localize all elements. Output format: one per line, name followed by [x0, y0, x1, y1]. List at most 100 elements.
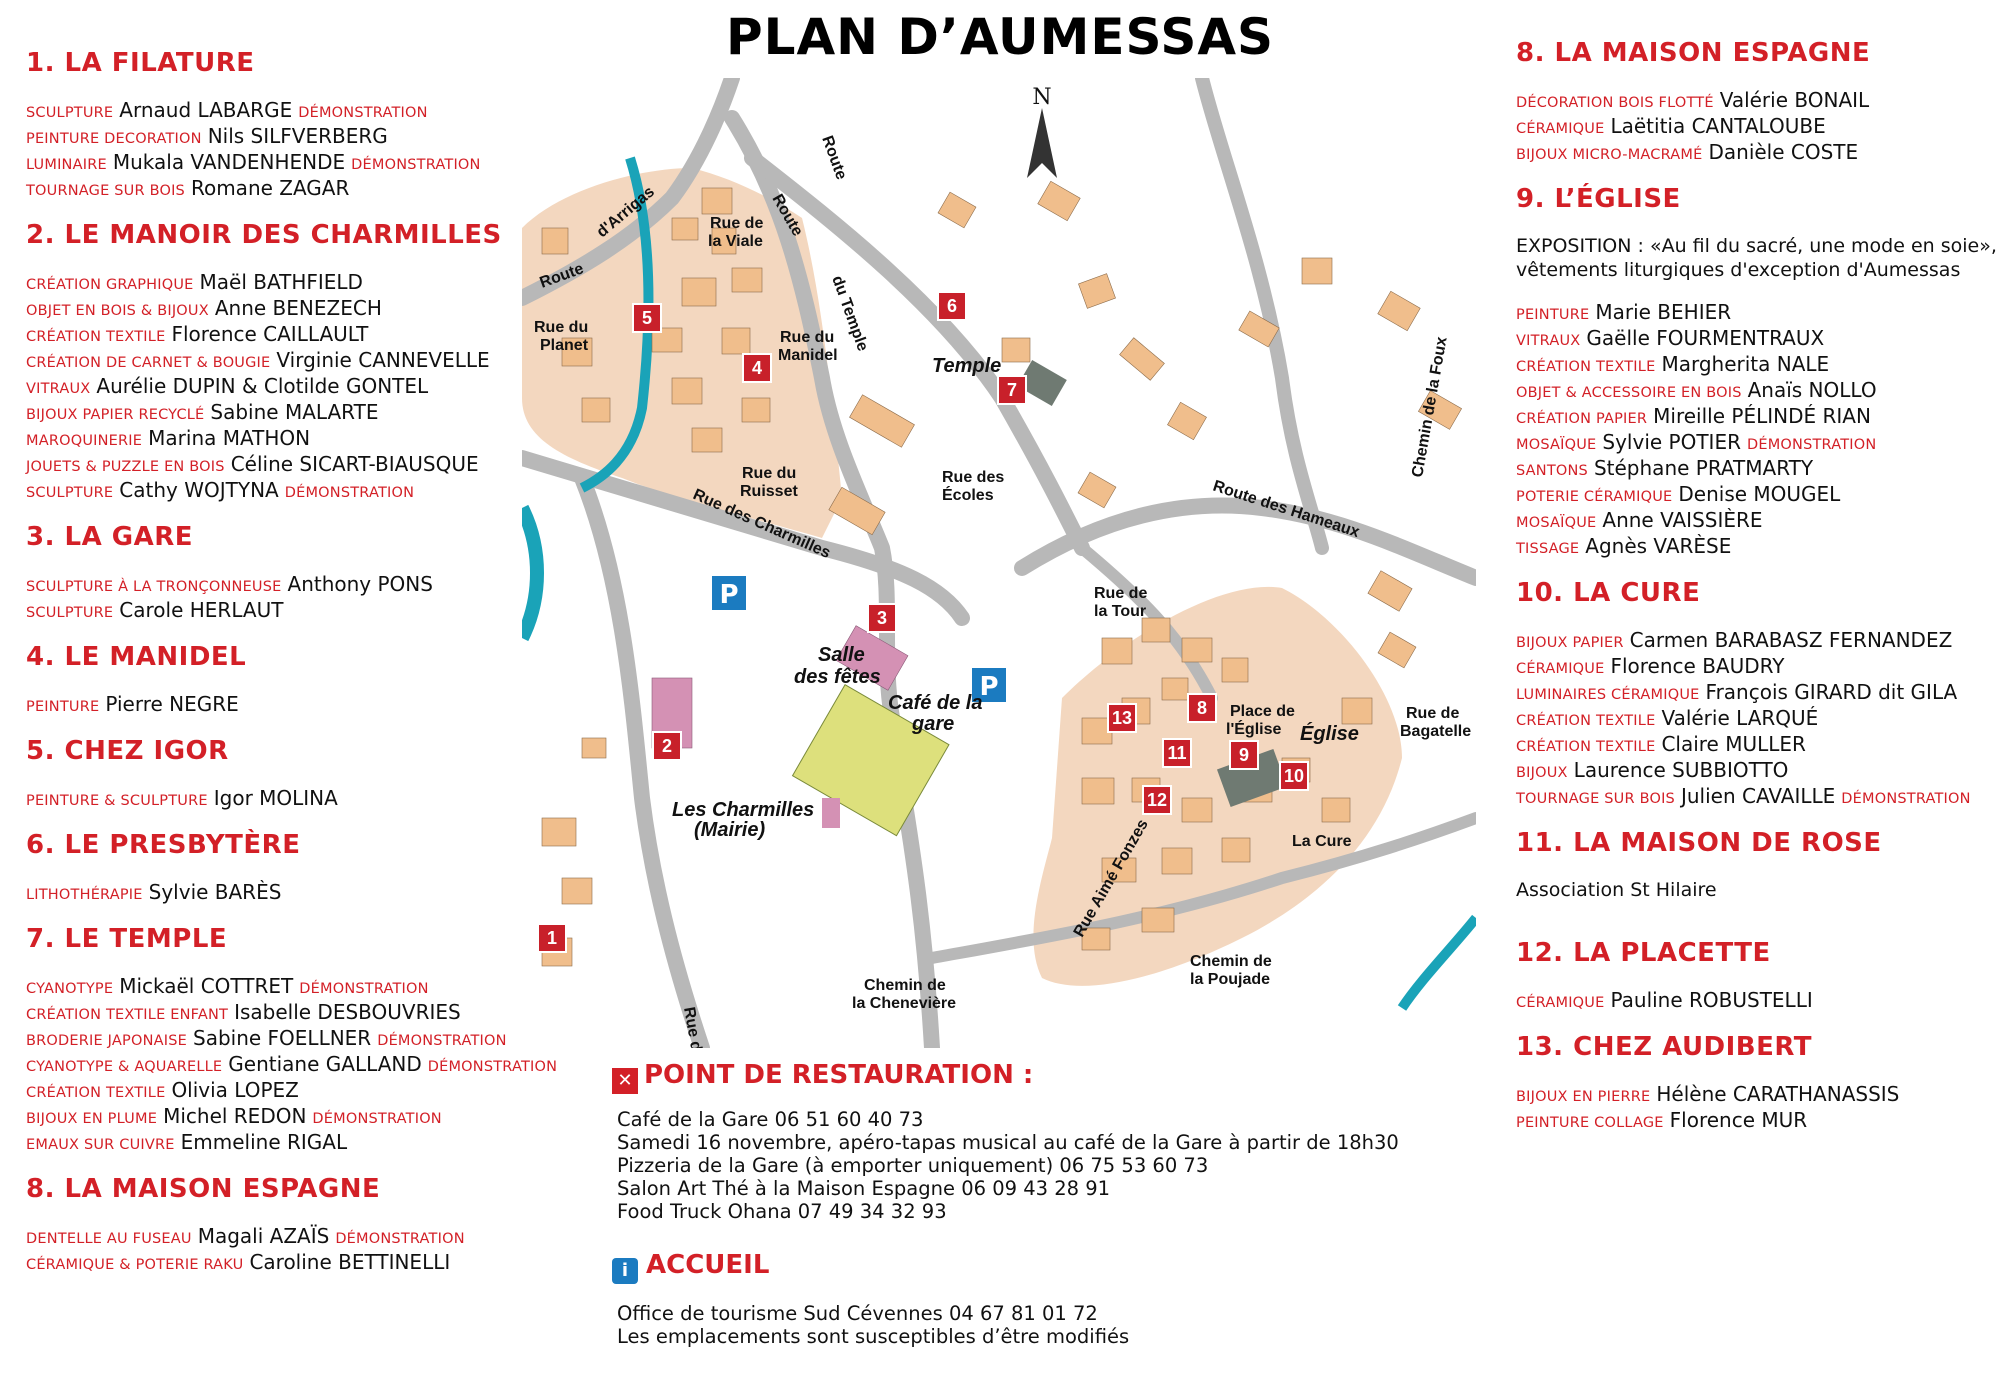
artist-category: Tournage sur bois	[1516, 791, 1675, 807]
artist-entry: Tournage sur bois Romane ZAGAR	[26, 176, 349, 203]
demo-badge: Démonstration	[1746, 437, 1877, 453]
map-label: la Chenevière	[852, 995, 956, 1012]
section-title: 11. LA MAISON DE ROSE	[1516, 828, 1882, 858]
artist-entry: Création textileOlivia LOPEZ	[26, 1078, 299, 1105]
demo-badge: Démonstration	[284, 485, 415, 501]
location-marker-13: 13	[1107, 703, 1137, 733]
location-marker-5: 5	[632, 303, 662, 333]
artist-category: Décoration bois flotté	[1516, 95, 1714, 111]
section-intro: vêtements liturgiques d'exception d'Aume…	[1516, 259, 1961, 281]
artist-name: Maël BATHFIELD	[199, 270, 363, 294]
map-label: des fêtes	[794, 666, 881, 688]
artist-name: Romane ZAGAR	[190, 176, 350, 200]
restauration-line: Pizzeria de la Gare (à emporter uniqueme…	[617, 1154, 1209, 1177]
artist-entry: Tournage sur bois Julien CAVAILLE Démonstr…	[1516, 784, 1971, 811]
artist-entry: CéramiqueLaëtitia CANTALOUBE	[1516, 114, 1826, 141]
artist-name: Valérie BONAIL	[1719, 88, 1870, 112]
parking-icon: P	[712, 576, 746, 610]
map-label: Manidel	[778, 347, 838, 364]
artist-category: Maroquinerie	[26, 433, 143, 449]
road-chemin-foux	[1195, 78, 1329, 555]
svg-text:P: P	[979, 672, 998, 702]
artist-category: Bijoux en pierre	[1516, 1089, 1651, 1105]
building-salle-fetes	[835, 625, 909, 691]
demo-badge: Démonstration	[427, 1059, 558, 1075]
artist-entry: Dentelle au fuseauMagali AZAÏSDémonstrat…	[26, 1224, 465, 1251]
map-label: la Viale	[708, 233, 763, 250]
artist-category: Luminaire	[26, 157, 107, 173]
artist-category: Bijoux micro-macramé	[1516, 147, 1703, 163]
map-label: Route	[818, 134, 850, 183]
artist-entry: SculptureCarole HERLAUT	[26, 598, 283, 625]
accueil-line: Les emplacements sont susceptibles d’êtr…	[617, 1325, 1130, 1348]
artist-entry: Bijoux micro-macramé Danièle COSTE	[1516, 140, 1858, 167]
artist-name: Anne VAISSIÈRE	[1602, 508, 1763, 532]
map-label: Rue de	[1094, 585, 1147, 602]
svg-text:5: 5	[642, 308, 652, 328]
artist-category: Tournage sur bois	[26, 183, 185, 199]
road-south	[926, 812, 1476, 964]
artist-name: Florence MUR	[1669, 1108, 1808, 1132]
artist-name: Pierre NEGRE	[105, 692, 239, 716]
location-marker-2: 2	[652, 731, 682, 761]
road-route-temple	[724, 110, 940, 1048]
accueil-line: Office de tourisme Sud Cévennes 04 67 81…	[617, 1302, 1098, 1325]
artist-name: Isabelle DESBOUVRIES	[234, 1000, 461, 1024]
map-label: Salle	[818, 644, 865, 666]
artist-name: Florence BAUDRY	[1610, 654, 1785, 678]
artist-category: Peinture	[26, 699, 100, 715]
artist-entry: Broderie japonaiseSabine FOELLNERDémonst…	[26, 1026, 507, 1053]
artist-category: Vitraux	[1516, 333, 1581, 349]
section-title: 4. LE MANIDEL	[26, 642, 247, 672]
artist-name: François GIRARD dit GILA	[1705, 680, 1958, 704]
artist-name: Anthony PONS	[287, 572, 433, 596]
location-marker-1: 1	[537, 923, 567, 953]
artist-category: Bijoux	[1516, 765, 1568, 781]
demo-badge: Démonstration	[312, 1111, 442, 1127]
map-label: Rue des Charmilles	[680, 1006, 723, 1048]
location-marker-12: 12	[1142, 785, 1172, 815]
section-title: 1. LA FILATURE	[26, 48, 255, 78]
river	[579, 156, 654, 493]
artist-name: Julien CAVAILLE	[1680, 784, 1836, 808]
svg-text:P: P	[719, 580, 738, 610]
section-title: 6. LE PRESBYTÈRE	[26, 830, 301, 860]
artist-entry: Décoration bois flotté Valérie BONAIL	[1516, 88, 1869, 115]
artist-category: Bijoux en plume	[26, 1111, 158, 1127]
artist-category: Création papier	[1516, 411, 1648, 427]
artist-name: Florence CAILLAULT	[171, 322, 369, 346]
artist-entry: Peinture collageFlorence MUR	[1516, 1108, 1807, 1135]
map-label: Planet	[540, 337, 589, 354]
map-label: Rue des	[942, 469, 1004, 486]
map-label: Écoles	[942, 485, 994, 504]
artist-name: Mireille PÉLINDÉ RIAN	[1653, 404, 1871, 428]
artist-name: Hélène CARATHANASSIS	[1656, 1082, 1900, 1106]
artist-name: Igor MOLINA	[213, 786, 338, 810]
artist-entry: Création de carnet & bougie Virginie CANN…	[26, 348, 490, 375]
artist-entry: Création textile Claire MULLER	[1516, 732, 1806, 759]
artist-category: Création de carnet & bougie	[26, 355, 271, 371]
road-rue-charmilles	[522, 450, 970, 626]
road-route-hameaux	[1014, 497, 1476, 586]
artist-name: Mukala VANDENHENDE	[112, 150, 346, 174]
demo-badge: Démonstration	[1841, 791, 1971, 807]
svg-text:1: 1	[547, 928, 557, 948]
artist-name: Claire MULLER	[1661, 732, 1806, 756]
artist-category: Création textile	[1516, 739, 1656, 755]
road-temple-east	[744, 150, 1090, 556]
artist-entry: Emaux sur cuivreEmmeline RIGAL	[26, 1130, 347, 1157]
artist-name: Danièle COSTE	[1708, 140, 1859, 164]
map-label: (Mairie)	[694, 819, 765, 841]
artist-entry: Création textile enfantIsabelle DESBOUVR…	[26, 1000, 461, 1027]
artist-name: Virginie CANNEVELLE	[276, 348, 490, 372]
artist-name: Laëtitia CANTALOUBE	[1610, 114, 1826, 138]
artist-entry: CéramiqueFlorence BAUDRY	[1516, 654, 1784, 681]
map-label: Chemin de	[1190, 953, 1272, 970]
artist-entry: Sculpture à la tronçonneuseAnthony PONS	[26, 572, 433, 599]
artist-name: Céline SICART-BIAUSQUE	[230, 452, 479, 476]
map-label: gare	[911, 713, 954, 735]
river-west	[522, 504, 544, 642]
location-marker-7: 7	[997, 375, 1027, 405]
